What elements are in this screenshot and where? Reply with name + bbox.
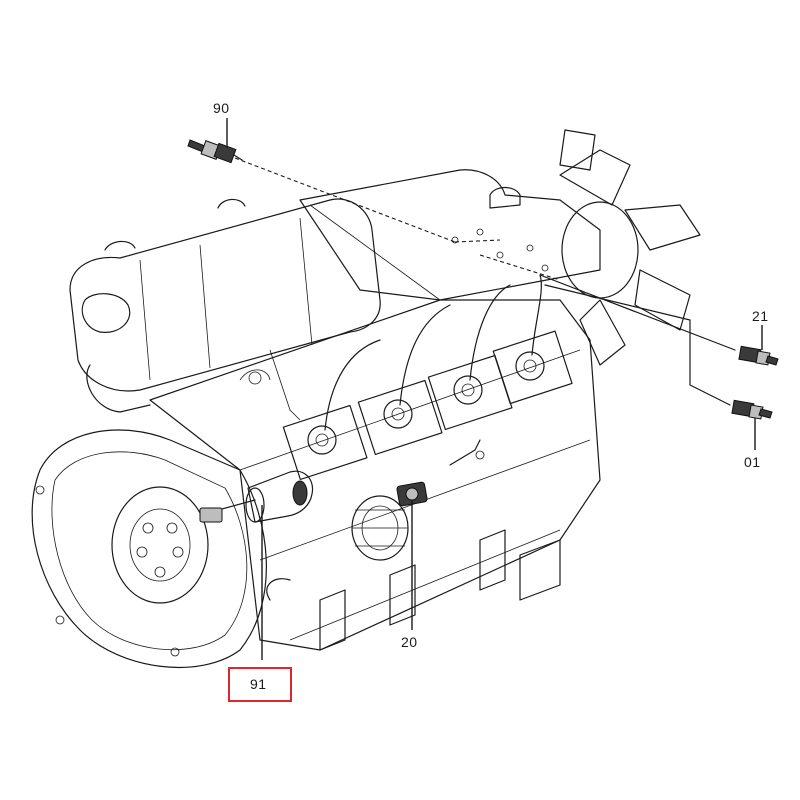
valve-cover bbox=[299, 169, 601, 301]
callout-01: 01 bbox=[744, 454, 761, 470]
part-01-sensor bbox=[731, 399, 773, 420]
cooling-fan bbox=[559, 129, 701, 366]
part-90-sensor bbox=[187, 139, 243, 164]
callout-91: 91 bbox=[250, 676, 267, 692]
part-91-solenoid bbox=[199, 470, 314, 523]
wiring-solid bbox=[449, 274, 736, 466]
flywheel-housing bbox=[31, 429, 267, 668]
air-cleaner bbox=[69, 198, 381, 413]
gear bbox=[351, 495, 409, 561]
callout-20: 20 bbox=[401, 634, 418, 650]
wiring-dashed bbox=[234, 157, 561, 281]
injector-row bbox=[239, 274, 573, 481]
highlight-box-91 bbox=[228, 667, 292, 702]
callout-21: 21 bbox=[752, 308, 769, 324]
callout-90: 90 bbox=[213, 100, 230, 116]
part-21-sensor bbox=[738, 345, 779, 366]
